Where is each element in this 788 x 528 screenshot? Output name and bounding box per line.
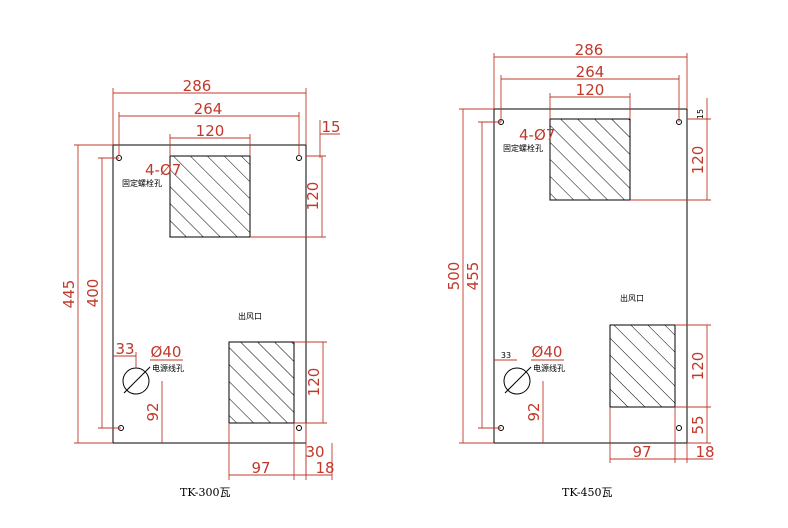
air-outlet-note: 出风口	[238, 311, 262, 321]
mount-hole	[296, 155, 302, 161]
drawing-tk300: 286 264 120 15 120 445 400 33 Ø40 92 120…	[60, 77, 341, 499]
dim-hole-spacing-height: 455	[464, 262, 482, 291]
dim-outlet-right: 18	[315, 459, 334, 477]
air-outlet-note: 出风口	[620, 293, 644, 303]
dim-outlet-height: 120	[305, 368, 323, 397]
dim-overall-height: 445	[60, 280, 78, 309]
dim-top-offset: 15	[321, 118, 340, 136]
mount-hole-note: 固定螺栓孔	[122, 178, 162, 188]
dim-top-window-height: 120	[689, 146, 707, 175]
dim-overall-height: 500	[445, 262, 463, 291]
dim-hole-spacing-height: 400	[84, 279, 102, 308]
dim-outlet-bottom: 30	[305, 443, 324, 461]
model-caption: TK-300瓦	[180, 486, 230, 499]
panel-outline	[493, 108, 688, 444]
mount-hole-spec: 4-Ø7	[519, 126, 555, 144]
mount-hole-note: 固定螺栓孔	[503, 143, 543, 153]
air-outlet-cutout	[228, 341, 295, 424]
dim-top-window-width: 120	[196, 122, 225, 140]
dim-top-window-height: 120	[304, 182, 322, 211]
dim-hole-spacing-width: 264	[194, 100, 223, 118]
top-cutout	[549, 118, 631, 201]
top-cutout	[169, 155, 251, 238]
dim-cable-hole-height: 92	[144, 402, 162, 421]
cable-hole-note: 电源线孔	[152, 363, 184, 373]
dim-cable-hole-diameter: Ø40	[532, 343, 563, 361]
dim-outlet-width: 97	[632, 443, 651, 461]
dim-cable-hole-diameter: Ø40	[151, 343, 182, 361]
dim-hole-spacing-width: 264	[576, 63, 605, 81]
model-caption: TK-450瓦	[562, 486, 612, 499]
mount-hole	[676, 425, 682, 431]
air-outlet-cutout	[609, 324, 676, 408]
dim-cable-hole-offset: 33	[115, 340, 134, 358]
panel-outline	[112, 144, 307, 444]
dim-outlet-bottom-height: 55	[689, 415, 707, 434]
cable-hole-note: 电源线孔	[533, 363, 565, 373]
mount-hole-spec: 4-Ø7	[145, 161, 181, 179]
dim-outlet-right: 18	[695, 443, 714, 461]
dim-outlet-height: 120	[689, 352, 707, 381]
drawing-tk450: 286 264 120 15 120 500 455 33 Ø40 92 120…	[445, 41, 715, 499]
dim-cable-hole-offset: 33	[501, 351, 511, 360]
dim-cable-hole-height: 92	[525, 402, 543, 421]
dim-overall-width: 286	[183, 77, 212, 95]
dim-overall-width: 286	[575, 41, 604, 59]
dim-top-offset: 15	[696, 109, 705, 119]
dim-top-window-width: 120	[576, 81, 605, 99]
dim-outlet-width: 97	[251, 459, 270, 477]
mount-hole	[296, 425, 302, 431]
